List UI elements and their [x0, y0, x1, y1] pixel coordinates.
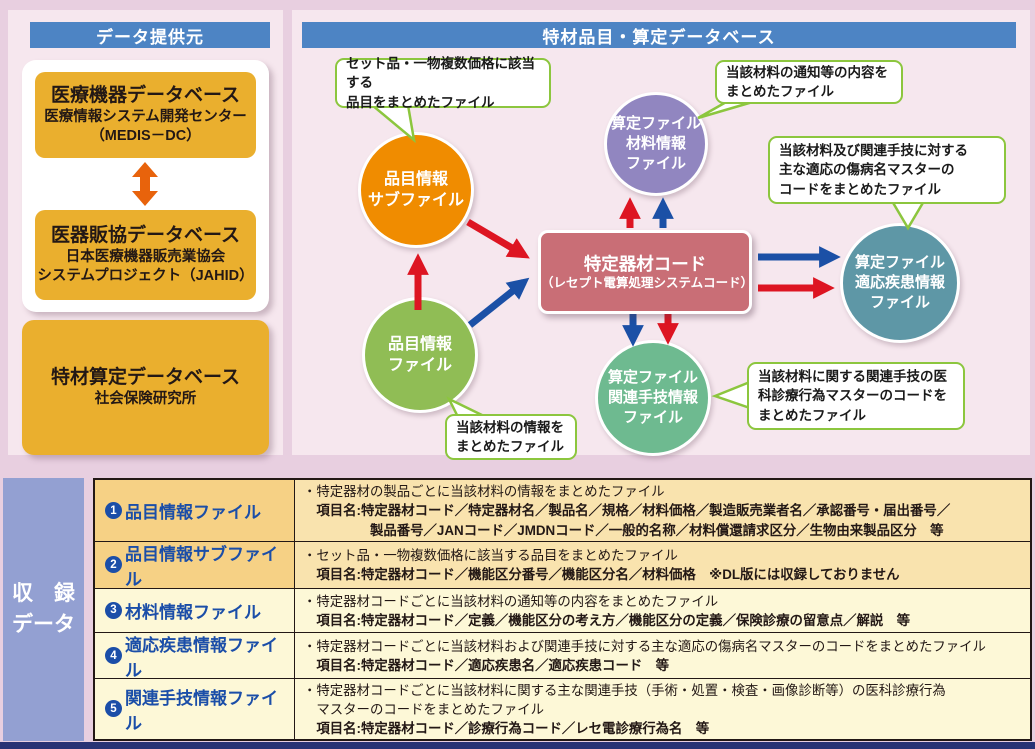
row-description: ・セット品・一物複数価格に該当する品目をまとめたファイル 項目名:特定器材コード… [294, 542, 1030, 588]
jahid-database-abbr: システムプロジェクト（JAHID） [37, 267, 254, 284]
row-description-items: 項目名:特定器材コード／機能区分番号／機能区分名／材料価格 ※DL版には収録して… [303, 567, 900, 583]
callout-item-sub-file: セット品・一物複数価格に該当する 品目をまとめたファイル [335, 56, 551, 110]
medis-database-abbr: （MEDIS－DC） [90, 127, 201, 144]
jahid-database-box: 医器販協データベース 日本医療機器販売業協会 システムプロジェクト（JAHID） [35, 210, 256, 300]
medis-database-org: 医療情報システム開発センター [44, 109, 247, 126]
callout-material-file: 当該材料の通知等の内容を まとめたファイル [715, 60, 903, 104]
callout-item-file: 当該材料の情報を まとめたファイル [445, 414, 577, 460]
row-label-disease-info-file: 4 適応疾患情報ファイル [95, 633, 294, 680]
jahid-database-org: 日本医療機器販売業協会 [65, 249, 226, 266]
table-row-disease-info-file: 4 適応疾患情報ファイル ・特定器材コードごとに当該材料および関連手技に対する主… [95, 632, 1030, 680]
providers-header: データ提供元 [30, 22, 270, 48]
medis-database-box: 医療機器データベース 医療情報システム開発センター （MEDIS－DC） [35, 72, 256, 158]
row-label-item-info-file: 1 品目情報ファイル [95, 480, 294, 542]
row-number-badge: 4 [105, 647, 122, 665]
row-number-badge: 1 [105, 502, 122, 520]
row-label-text: 関連手技情報ファイル [125, 688, 278, 733]
medis-database-title: 医療機器データベース [50, 85, 241, 107]
callout-procedure-file: 当該材料に関する関連手技の医 科診療行為マスターのコードを まとめたファイル [747, 362, 965, 430]
row-description-intro: ・特定器材コードごとに当該材料に関する主な関連手技（手術・処置・検査・画像診断等… [303, 682, 946, 717]
table-row-material-info-file: 3 材料情報ファイル ・特定器材コードごとに当該材料の通知等の内容をまとめたファ… [95, 587, 1030, 633]
related-procedure-file-node: 算定ファイル 関連手技情報 ファイル [595, 340, 711, 456]
recorded-data-table: 1 品目情報ファイル ・特定器材の製品ごとに当該材料の情報をまとめたファイル 項… [93, 478, 1032, 741]
row-description-items: 項目名:特定器材コード／適応疾患名／適応疾患コード 等 [303, 658, 670, 674]
row-description-items: 項目名:特定器材コード／特定器材名／製品名／規格／材料価格／製造販売業者名／承認… [316, 503, 951, 538]
row-label-text: 材料情報ファイル [125, 602, 261, 622]
row-number-badge: 5 [105, 700, 122, 718]
row-description: ・特定器材コードごとに当該材料の通知等の内容をまとめたファイル 項目名:特定器材… [294, 588, 1030, 633]
row-description: ・特定器材の製品ごとに当該材料の情報をまとめたファイル 項目名:特定器材コード／… [294, 480, 1030, 542]
callout-disease-file: 当該材料及び関連手技に対する 主な適応の傷病名マスターの コードをまとめたファイ… [768, 136, 1006, 204]
row-description-intro: ・特定器材コードごとに当該材料および関連手技に対する主な適応の傷病名マスターのコ… [303, 638, 986, 654]
table-row-procedure-info-file: 5 関連手技情報ファイル ・特定器材コードごとに当該材料に関する主な関連手技（手… [95, 677, 1030, 739]
row-description-intro: ・セット品・一物複数価格に該当する品目をまとめたファイル [303, 548, 678, 564]
table-row-item-info-sub-file: 2 品目情報サブファイル ・セット品・一物複数価格に該当する品目をまとめたファイ… [95, 541, 1030, 589]
row-description-items: 項目名:特定器材コード／定義／機能区分の考え方／機能区分の定義／保険診療の留意点… [303, 612, 911, 628]
tokutei-kizai-code-title: 特定器材コード [583, 253, 707, 274]
item-info-file-node: 品目情報 ファイル [362, 297, 478, 413]
row-label-text: 品目情報サブファイル [125, 544, 278, 589]
recorded-data-sidebar: 収 録 データ [3, 478, 84, 741]
row-number-badge: 3 [105, 601, 122, 619]
diagram-header: 特材品目・算定データベース [302, 22, 1016, 48]
material-info-file-node: 算定ファイル 材料情報 ファイル [604, 92, 708, 196]
data-providers-panel: データ提供元 医療機器データベース 医療情報システム開発センター （MEDIS－… [8, 10, 283, 455]
jahid-database-title: 医器販協データベース [50, 225, 241, 247]
tokuzai-santei-database-box: 特材算定データベース 社会保険研究所 [22, 320, 269, 455]
applicable-disease-file-node: 算定ファイル 適応疾患情報 ファイル [840, 223, 960, 343]
row-description-intro: ・特定器材コードごとに当該材料の通知等の内容をまとめたファイル [303, 593, 719, 609]
item-info-sub-file-node: 品目情報 サブファイル [358, 132, 474, 248]
diagram-arrows [368, 99, 927, 419]
providers-linked-group: 医療機器データベース 医療情報システム開発センター （MEDIS－DC） 医器販… [22, 60, 269, 312]
tokutei-kizai-code-subtitle: （レセプト電算処理システムコード） [541, 276, 754, 291]
row-label-text: 適応疾患情報ファイル [125, 635, 278, 680]
row-label-text: 品目情報ファイル [125, 503, 261, 523]
tokuzai-santei-database-title: 特材算定データベース [50, 367, 241, 389]
row-description-items: 項目名:特定器材コード／診療行為コード／レセ電診療行為名 等 [303, 721, 710, 737]
bidirectional-arrow-icon [132, 162, 158, 206]
tokutei-kizai-code-box: 特定器材コード （レセプト電算処理システムコード） [538, 230, 754, 314]
bottom-navy-bar [0, 742, 1035, 749]
row-description: ・特定器材コードごとに当該材料に関する主な関連手技（手術・処置・検査・画像診断等… [294, 678, 1030, 739]
row-description-intro: ・特定器材の製品ごとに当該材料の情報をまとめたファイル [303, 484, 665, 500]
database-diagram-panel: 特材品目・算定データベース 品目情報 サブファイル 算定ファイル 材料情報 ファ… [292, 10, 1030, 460]
row-label-item-info-sub-file: 2 品目情報サブファイル [95, 542, 294, 589]
row-description: ・特定器材コードごとに当該材料および関連手技に対する主な適応の傷病名マスターのコ… [294, 633, 1030, 678]
table-row-item-info-file: 1 品目情報ファイル ・特定器材の製品ごとに当該材料の情報をまとめたファイル 項… [95, 480, 1030, 542]
row-number-badge: 2 [105, 556, 122, 574]
tokuzai-santei-database-org: 社会保険研究所 [94, 390, 197, 407]
row-label-procedure-info-file: 5 関連手技情報ファイル [95, 678, 294, 739]
row-label-material-info-file: 3 材料情報ファイル [95, 588, 294, 633]
